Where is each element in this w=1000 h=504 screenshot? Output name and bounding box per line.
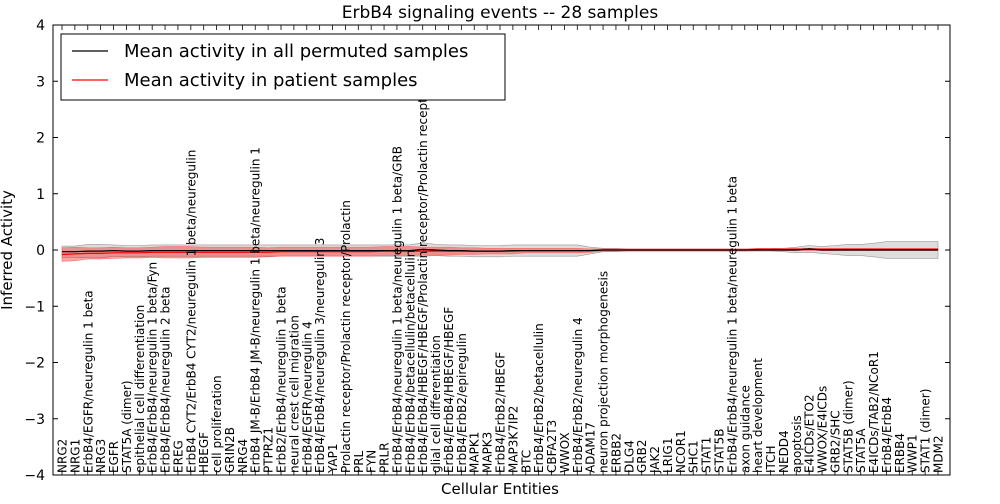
y-axis-label: Inferred Activity bbox=[0, 190, 16, 310]
x-tick-label: ErbB4/EGFR/neuregulin 4 bbox=[300, 321, 314, 473]
x-tick-label: heart development bbox=[751, 358, 765, 473]
x-tick-label: EREG bbox=[171, 440, 185, 473]
x-tick-label: MAPK1 bbox=[468, 432, 482, 473]
x-tick-label: ErbB4/ErbB4/neuregulin 1 beta/Fyn bbox=[146, 262, 160, 473]
x-tick-label: ErbB4/ErbB4 bbox=[880, 397, 894, 473]
x-tick-label: Prolactin receptor/Prolactin receptor/Pr… bbox=[339, 200, 353, 473]
x-tick-label: ErbB4/ErbB4/betacellulin/betacellulin bbox=[403, 250, 417, 473]
legend-label-patient: Mean activity in patient samples bbox=[124, 70, 418, 91]
x-tick-label: epithelial cell differentiation bbox=[133, 305, 147, 473]
y-tick-label: 1 bbox=[36, 187, 45, 203]
x-tick-label: ITCH bbox=[764, 445, 778, 473]
x-tick-label: glial cell differentiation bbox=[429, 335, 443, 473]
x-tick-label: E4ICDs/ETO2 bbox=[803, 394, 817, 473]
x-tick-label: ADAM17 bbox=[584, 422, 598, 473]
x-tick-label: axon guidance bbox=[738, 385, 752, 473]
x-tick-label: ErbB4 CYT2/ErbB4 CYT2/neuregulin 1 beta/… bbox=[184, 150, 198, 473]
x-tick-label: NRG1 bbox=[68, 439, 82, 473]
axis-ticks: 4 3 2 1 0 −1 −2 −3 −4 bbox=[24, 18, 950, 484]
x-tick-label: PRLR bbox=[378, 442, 392, 473]
x-tick-label: ErbB2/ErbB4/neuregulin 1 beta bbox=[275, 286, 289, 473]
x-tick-label: NRG4 bbox=[236, 439, 250, 473]
x-tick-label: neural crest cell migration bbox=[287, 315, 301, 473]
x-tick-label: ERBB4 bbox=[893, 433, 907, 473]
x-tick-label: STAT1 bbox=[700, 437, 714, 473]
y-tick-label: 3 bbox=[36, 74, 45, 90]
x-tick-label: GRB2/SHC bbox=[828, 410, 842, 473]
x-tick-label: NRG3 bbox=[94, 439, 108, 473]
y-tick-label: −1 bbox=[24, 299, 45, 315]
legend-box bbox=[60, 33, 506, 101]
y-tick-label: 2 bbox=[36, 131, 45, 147]
x-tick-label: YAP1 bbox=[326, 443, 340, 473]
legend: Mean activity in all permuted samples Me… bbox=[60, 33, 506, 101]
x-tick-label: ErbB4/EGFR/neuregulin 1 beta bbox=[81, 290, 95, 473]
series-lines bbox=[61, 248, 938, 256]
x-tick-label: STAT5B bbox=[713, 429, 727, 474]
x-tick-label: ErbB4/ErbB4/neuregulin 2 beta bbox=[159, 286, 173, 473]
series-line-permuted bbox=[62, 248, 938, 253]
y-tick-label: −2 bbox=[24, 356, 45, 372]
x-tick-label: MDM2 bbox=[932, 435, 946, 473]
x-tick-label: NEDD4 bbox=[777, 430, 791, 473]
x-tick-label: DLG4 bbox=[622, 440, 636, 473]
x-tick-label: PRL bbox=[352, 450, 366, 473]
x-tick-label: ErbB4/ErbB4/neuregulin 3/neuregulin 3 bbox=[313, 238, 327, 473]
x-tick-label: GRB2 bbox=[635, 439, 649, 473]
x-tick-label: E4ICDs/TAB2/NCoR1 bbox=[867, 351, 881, 473]
x-tick-label: STAT5B (dimer) bbox=[841, 380, 855, 473]
x-tick-label: STAT5A (dimer) bbox=[120, 380, 134, 473]
x-tick-label: STAT1 (dimer) bbox=[919, 389, 933, 473]
x-tick-label: ErbB4/ErbB4/neuregulin 1 beta/neuregulin… bbox=[725, 176, 739, 473]
y-tick-label: 0 bbox=[36, 243, 45, 259]
x-tick-label: WWOX/E4ICDs bbox=[816, 386, 830, 473]
x-tick-label: cell proliferation bbox=[210, 375, 224, 473]
x-tick-label: STAT5A bbox=[854, 428, 868, 473]
x-tick-label: ErbB4/ErbB4/HBEGF/HBEGF bbox=[442, 307, 456, 473]
x-tick-label: ErbB4/ErbB2/neuregulin 4 bbox=[571, 317, 585, 473]
x-tick-label: PTPRZ1 bbox=[262, 427, 276, 473]
x-tick-label: JAK2 bbox=[648, 446, 662, 474]
x-tick-label: EGFR bbox=[107, 441, 121, 473]
x-tick-label: WWP1 bbox=[906, 434, 920, 473]
x-tick-label: ErbB4 JM-B/ErbB4 JM-B/neuregulin 1 beta/… bbox=[249, 147, 263, 473]
x-tick-label: BTC bbox=[519, 450, 533, 473]
x-tick-label: GRIN2B bbox=[223, 427, 237, 473]
x-tick-label: CBFA2T3 bbox=[545, 420, 559, 473]
x-tick-label: ErbB4/ErbB2/HBEGF bbox=[494, 352, 508, 473]
x-axis-label: Cellular Entities bbox=[441, 480, 559, 498]
x-tick-label: LRIG1 bbox=[661, 438, 675, 474]
x-tick-label: NRG2 bbox=[56, 439, 70, 473]
x-tick-label: ERBB2 bbox=[609, 433, 623, 473]
x-tick-label: ErbB4/ErbB2/epiregulin bbox=[455, 333, 469, 473]
plot-frame bbox=[52, 24, 951, 476]
x-tick-label: FYN bbox=[365, 450, 379, 473]
x-tick-label: ErbB4/ErbB4/HBEGF/HBEGF/Prolactin recept… bbox=[416, 46, 430, 473]
x-tick-label: NCOR1 bbox=[674, 430, 688, 473]
x-tick-label: ErbB4/ErbB4/neuregulin 1 beta/neuregulin… bbox=[390, 146, 404, 473]
y-tick-label: 4 bbox=[36, 18, 45, 34]
x-tick-label: MAPK3 bbox=[481, 432, 495, 473]
x-tick-label: WWOX bbox=[558, 432, 572, 473]
y-tick-label: −4 bbox=[24, 468, 45, 484]
y-tick-label: −3 bbox=[24, 412, 45, 428]
x-tick-label: MAP3K7IP2 bbox=[506, 406, 520, 473]
x-tick-label: ErbB4/ErbB2/betacellulin bbox=[532, 323, 546, 473]
x-tick-label: apoptosis bbox=[790, 415, 804, 473]
x-tick-label: neuron projection morphogenesis bbox=[597, 271, 611, 473]
x-tick-label: SHC1 bbox=[687, 440, 701, 473]
x-tick-label: HBEGF bbox=[197, 432, 211, 473]
chart-title: ErbB4 signaling events -- 28 samples bbox=[342, 3, 659, 23]
legend-label-permuted: Mean activity in all permuted samples bbox=[124, 41, 468, 62]
